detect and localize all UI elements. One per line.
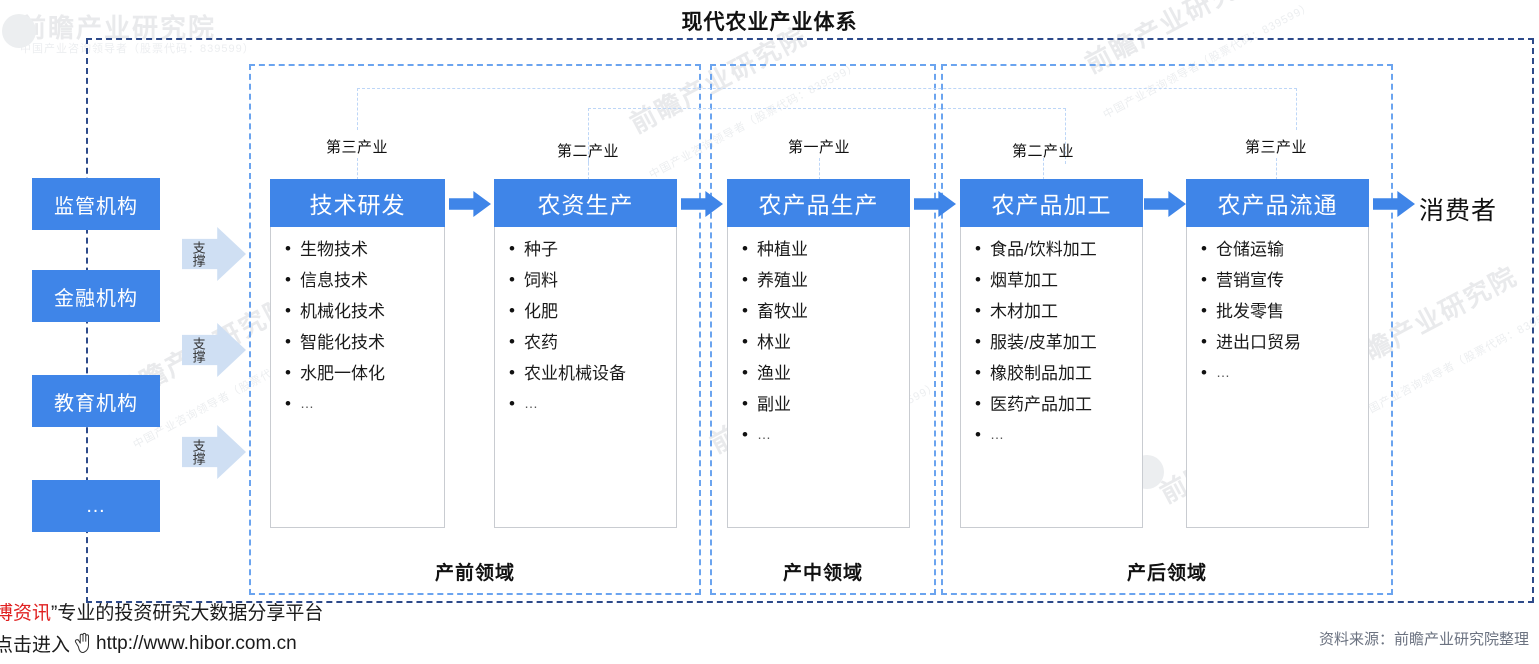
footer-tagline: 专业的投资研究大数据分享平台 (57, 603, 324, 624)
list-item: 渔业 (742, 364, 909, 382)
list-item: 智能化技术 (285, 333, 444, 351)
list-item: 生物技术 (285, 240, 444, 258)
card-item-list: 种子 饲料 化肥 农药 农业机械设备 … (495, 227, 676, 412)
hand-pointer-icon (72, 632, 94, 656)
institution-box-regulatory[interactable]: 监管机构 (32, 178, 160, 230)
list-item: 木材加工 (975, 302, 1142, 320)
page-title: 现代农业产业体系 (681, 11, 858, 34)
value-chain-card-processing[interactable]: 农产品加工 食品/饮料加工 烟草加工 木材加工 服装/皮革加工 橡胶制品加工 医… (960, 179, 1143, 528)
list-item: 种子 (509, 240, 676, 258)
consumer-label: 消费者 (1419, 197, 1498, 225)
list-item: 水肥一体化 (285, 364, 444, 382)
source-note: 资料来源：前瞻产业研究院整理 (1318, 631, 1529, 648)
list-item: 进出口贸易 (1201, 333, 1368, 351)
value-chain-card-production[interactable]: 农产品生产 种植业 养殖业 畜牧业 林业 渔业 副业 … (727, 179, 910, 528)
list-item: 信息技术 (285, 271, 444, 289)
institution-box-education[interactable]: 教育机构 (32, 375, 160, 427)
institution-label: 教育机构 (54, 392, 138, 415)
list-item-more: … (285, 395, 444, 412)
value-chain-card-rnd[interactable]: 技术研发 生物技术 信息技术 机械化技术 智能化技术 水肥一体化 … (270, 179, 445, 528)
support-label: 支撑 (190, 439, 206, 465)
footer-url[interactable]: http://www.hibor.com.cn (96, 632, 297, 654)
list-item: 畜牧业 (742, 302, 909, 320)
list-item: 机械化技术 (285, 302, 444, 320)
phase-label-pre: 产前领域 (434, 563, 515, 584)
list-item: 种植业 (742, 240, 909, 258)
list-item: 医药产品加工 (975, 395, 1142, 413)
industry-label-col-1: 第三产业 (325, 139, 388, 156)
card-item-list: 仓储运输 营销宣传 批发零售 进出口贸易 … (1187, 227, 1368, 381)
phase-group-post (941, 64, 1393, 595)
list-item: 农业机械设备 (509, 364, 676, 382)
list-item: 养殖业 (742, 271, 909, 289)
list-item: 批发零售 (1201, 302, 1368, 320)
support-arrow-2: 支撑 (182, 323, 246, 377)
industry-label-col-4: 第二产业 (1011, 143, 1074, 160)
industry-label-col-3: 第一产业 (787, 139, 850, 156)
support-label: 支撑 (190, 241, 206, 267)
card-item-list: 种植业 养殖业 畜牧业 林业 渔业 副业 … (728, 227, 909, 443)
list-item: 副业 (742, 395, 909, 413)
support-arrow-3: 支撑 (182, 425, 246, 479)
institution-label: … (85, 494, 107, 517)
support-arrow-1: 支撑 (182, 227, 246, 281)
list-item: 农药 (509, 333, 676, 351)
phase-label-post: 产后领域 (1126, 563, 1207, 584)
card-header: 农产品生产 (727, 179, 910, 227)
list-item: 烟草加工 (975, 271, 1142, 289)
footer-tagline-row: 博资讯”专业的投资研究大数据分享平台 (0, 598, 323, 625)
card-header: 技术研发 (270, 179, 445, 227)
card-item-list: 生物技术 信息技术 机械化技术 智能化技术 水肥一体化 … (271, 227, 444, 412)
institution-box-financial[interactable]: 金融机构 (32, 270, 160, 322)
card-header: 农产品流通 (1186, 179, 1369, 227)
list-item: 橡胶制品加工 (975, 364, 1142, 382)
list-item: 服装/皮革加工 (975, 333, 1142, 351)
card-header: 农资生产 (494, 179, 677, 227)
list-item: 食品/饮料加工 (975, 240, 1142, 258)
list-item-more: … (509, 395, 676, 412)
card-header: 农产品加工 (960, 179, 1143, 227)
footer-link-row[interactable]: 点击进入 http://www.hibor.com.cn (0, 630, 297, 657)
list-item: 化肥 (509, 302, 676, 320)
list-item-more: … (975, 426, 1142, 443)
institution-label: 金融机构 (54, 287, 138, 310)
institution-label: 监管机构 (54, 195, 138, 218)
phase-group-mid (710, 64, 936, 595)
list-item: 林业 (742, 333, 909, 351)
list-item: 仓储运输 (1201, 240, 1368, 258)
footer-brand: 博资讯 (0, 603, 52, 624)
industry-label-col-2: 第二产业 (556, 143, 619, 160)
footer-quote: ” (51, 603, 58, 624)
support-label: 支撑 (190, 337, 206, 363)
list-item: 营销宣传 (1201, 271, 1368, 289)
value-chain-card-distribution[interactable]: 农产品流通 仓储运输 营销宣传 批发零售 进出口贸易 … (1186, 179, 1369, 528)
list-item-more: … (1201, 364, 1368, 381)
institution-box-more[interactable]: … (32, 480, 160, 532)
list-item-more: … (742, 426, 909, 443)
card-item-list: 食品/饮料加工 烟草加工 木材加工 服装/皮革加工 橡胶制品加工 医药产品加工 … (961, 227, 1142, 443)
value-chain-card-agri-inputs[interactable]: 农资生产 种子 饲料 化肥 农药 农业机械设备 … (494, 179, 677, 528)
industry-label-col-5: 第三产业 (1244, 139, 1307, 156)
list-item: 饲料 (509, 271, 676, 289)
phase-label-mid: 产中领域 (782, 563, 863, 584)
footer-enter-label: 点击进入 (0, 635, 71, 656)
phase-group-pre (249, 64, 701, 595)
